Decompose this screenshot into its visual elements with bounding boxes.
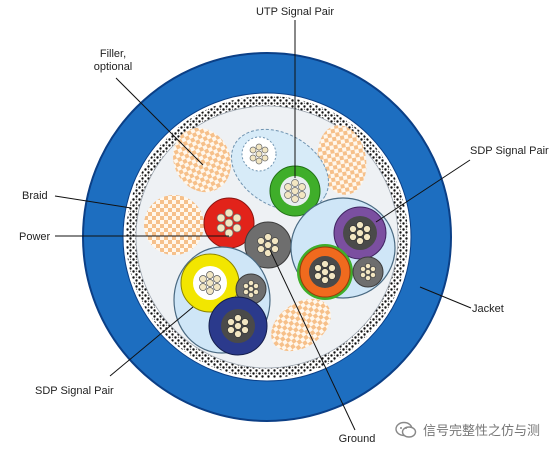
sdp-left-yellow-strands <box>199 271 221 295</box>
label-filler-line-2: optional <box>94 61 133 73</box>
leader-sdp-left <box>109 306 194 377</box>
label-jacket: Jacket <box>472 303 504 315</box>
ground-strands <box>257 233 279 257</box>
filler-bottom <box>271 298 331 352</box>
label-sdp-signal-pair-left: SDP Signal Pair <box>35 385 114 397</box>
leader-filler <box>115 77 204 166</box>
filler-left <box>144 195 204 255</box>
utp-white-strands <box>249 143 269 165</box>
label-utp-signal-pair: UTP Signal Pair <box>256 6 334 18</box>
filler-top-left <box>173 127 231 193</box>
power-strands <box>216 208 242 238</box>
utp-green-strands <box>284 179 306 203</box>
watermark-text: 信号完整性之仿与测 <box>422 424 540 439</box>
sdp-right-orange-strands <box>314 260 336 284</box>
label-power: Power <box>19 231 51 243</box>
sdp-right-purple-strands <box>349 221 371 245</box>
label-sdp-signal-pair-right: SDP Signal Pair <box>470 145 549 157</box>
sdp-left-drain-strands <box>243 280 259 298</box>
leader-ground <box>269 249 356 431</box>
sdp-right-drain-strands <box>360 263 376 281</box>
leader-jacket <box>419 286 472 309</box>
watermark: 信号完整性之仿与测 <box>395 420 540 439</box>
leader-lines <box>54 20 472 431</box>
label-braid: Braid <box>22 190 48 202</box>
leader-sdp-right <box>375 159 471 223</box>
filler-top-right <box>317 125 367 195</box>
wechat-icon <box>395 421 417 438</box>
label-ground: Ground <box>339 433 376 445</box>
label-filler-line-1: Filler, <box>100 48 126 60</box>
sdp-left-navy-strands <box>227 314 249 338</box>
leader-braid <box>54 195 132 209</box>
